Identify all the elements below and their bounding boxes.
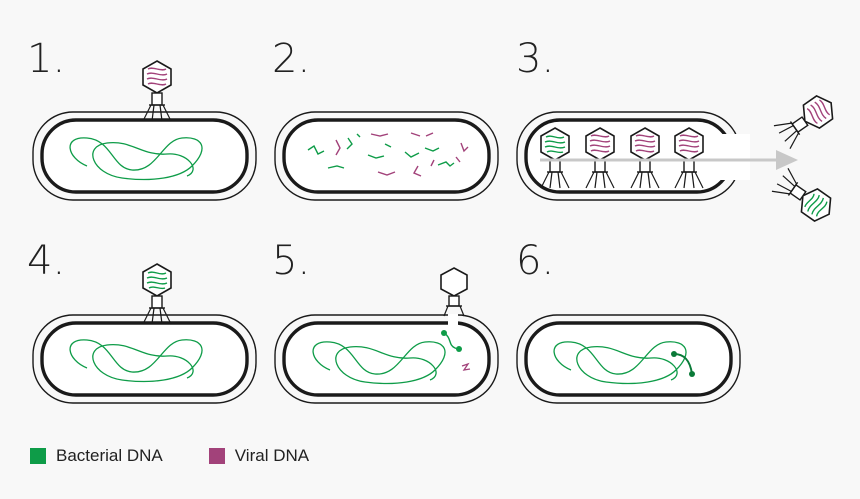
step-number-4: 4. [27, 238, 65, 284]
degraded-viral-fragment [461, 362, 471, 371]
step-number-3: 3. [516, 36, 554, 82]
injected-bacterial-dna [441, 330, 462, 352]
release-arrow [540, 150, 798, 170]
bacterial-dna-swatch [30, 448, 46, 464]
legend-item-viral: Viral DNA [208, 446, 310, 466]
step-number-2: 2. [272, 36, 310, 82]
step-5 [274, 267, 499, 404]
step-number-1: 1. [27, 36, 65, 82]
step-2 [274, 111, 499, 201]
legend: Bacterial DNA Viral DNA [30, 446, 309, 466]
step-3 [516, 90, 840, 227]
step-1 [32, 60, 257, 201]
empty-phage-injecting [440, 267, 468, 317]
viral-dna-swatch [208, 448, 225, 464]
legend-label-viral: Viral DNA [234, 446, 310, 465]
replicated-viral-dna [335, 132, 469, 177]
step-6 [516, 314, 741, 404]
released-phage-viral-dna [773, 90, 840, 150]
legend-label-bacterial: Bacterial DNA [56, 446, 163, 465]
legend-item-bacterial: Bacterial DNA [30, 446, 163, 466]
step-number-5: 5. [272, 238, 310, 284]
integrated-bacterial-dna [671, 351, 695, 377]
step-4 [32, 263, 257, 404]
released-phage-bacterial-dna [771, 167, 838, 227]
fragmented-bacterial-dna [307, 133, 455, 169]
step-number-6: 6. [516, 238, 554, 284]
